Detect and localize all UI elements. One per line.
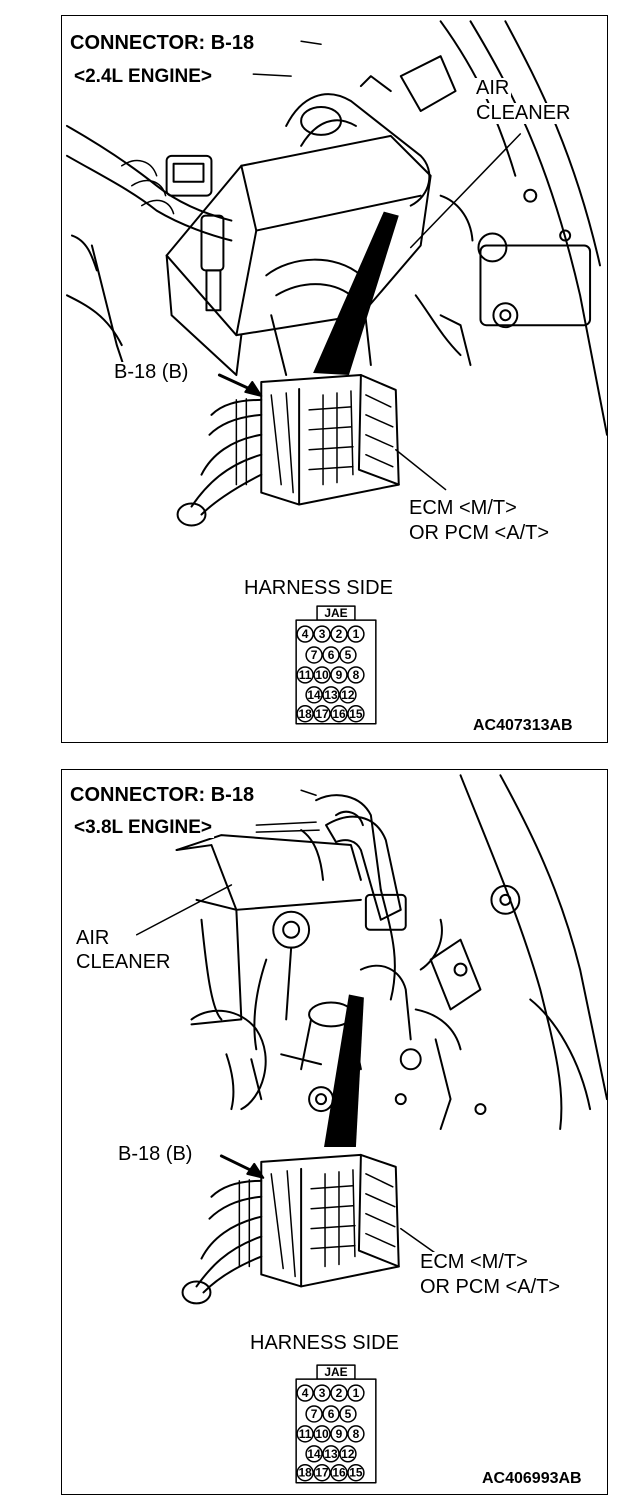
pin-label: 12 <box>341 1447 355 1461</box>
air-cleaner-label-line2: CLEANER <box>474 102 573 124</box>
pin-label: 11 <box>299 668 312 682</box>
pin-label: 18 <box>298 707 312 721</box>
ecm-label-line2: OR PCM <A/T> <box>418 1276 563 1298</box>
pin-label: 18 <box>298 1466 312 1480</box>
air-cleaner-label-line2: CLEANER <box>74 951 173 973</box>
pin-label: 9 <box>336 1427 343 1441</box>
connector-title: CONNECTOR: B-18 <box>68 32 257 54</box>
engine-bay-illustration: JAE 4 3 2 1 7 6 5 11 10 9 8 14 13 12 18 … <box>135 774 607 1484</box>
pin-label: 6 <box>328 1407 335 1421</box>
harness-side-label: HARNESS SIDE <box>248 1332 401 1354</box>
air-cleaner-label-line1: AIR <box>74 927 112 949</box>
pin-label: 13 <box>324 688 338 702</box>
pin-label: 8 <box>353 668 360 682</box>
diagram-panel-3-8l: JAE 4 3 2 1 7 6 5 11 10 9 8 14 13 12 18 … <box>61 769 608 1495</box>
connector-callout-label: B-18 (B) <box>116 1143 195 1165</box>
pin-label: 10 <box>315 1427 329 1441</box>
pin-label: 5 <box>345 648 352 662</box>
connector-type-label: JAE <box>324 606 347 620</box>
figure-code: AC406993AB <box>482 1470 582 1487</box>
pin-label: 13 <box>324 1447 338 1461</box>
pin-label: 14 <box>307 688 321 702</box>
diagram-panel-2-4l: JAE 4 3 2 1 7 6 5 11 10 9 8 14 13 12 18 … <box>61 15 608 743</box>
engine-variant-label: <3.8L ENGINE> <box>72 817 214 838</box>
pin-label: 6 <box>328 648 335 662</box>
ecm-label-line2: OR PCM <A/T> <box>407 522 552 544</box>
connector-callout-label: B-18 (B) <box>112 361 191 383</box>
air-cleaner-label-line1: AIR <box>474 77 512 99</box>
pin-label: 14 <box>307 1447 321 1461</box>
pin-label: 17 <box>315 707 329 721</box>
figure-code: AC407313AB <box>473 717 573 734</box>
pin-label: 8 <box>353 1427 360 1441</box>
pin-label: 10 <box>315 668 329 682</box>
pin-label: 4 <box>302 1386 309 1400</box>
connector-type-label: JAE <box>324 1365 347 1379</box>
pin-label: 1 <box>353 627 360 641</box>
pin-label: 11 <box>299 1427 312 1441</box>
ecm-label-line1: ECM <M/T> <box>407 497 519 519</box>
pin-label: 5 <box>345 1407 352 1421</box>
pin-label: 16 <box>332 1466 346 1480</box>
pin-label: 12 <box>341 688 355 702</box>
pin-label: 7 <box>311 1407 318 1421</box>
pin-label: 4 <box>302 627 309 641</box>
engine-variant-label: <2.4L ENGINE> <box>72 66 214 87</box>
pin-label: 3 <box>319 1386 326 1400</box>
harness-connector-face <box>295 605 377 725</box>
pin-label: 7 <box>311 648 318 662</box>
pin-label: 17 <box>315 1466 329 1480</box>
pin-label: 2 <box>336 1386 343 1400</box>
pin-label: 9 <box>336 668 343 682</box>
pin-label: 15 <box>349 707 363 721</box>
pin-label: 15 <box>349 1466 363 1480</box>
pin-label: 2 <box>336 627 343 641</box>
pin-label: 1 <box>353 1386 360 1400</box>
harness-side-label: HARNESS SIDE <box>242 577 395 599</box>
pin-label: 16 <box>332 707 346 721</box>
connector-title: CONNECTOR: B-18 <box>68 784 257 806</box>
pin-label: 3 <box>319 627 326 641</box>
ecm-label-line1: ECM <M/T> <box>418 1251 530 1273</box>
harness-connector-face <box>295 1364 377 1484</box>
engine-bay-illustration: JAE 4 3 2 1 7 6 5 11 10 9 8 14 13 12 18 … <box>65 20 607 725</box>
